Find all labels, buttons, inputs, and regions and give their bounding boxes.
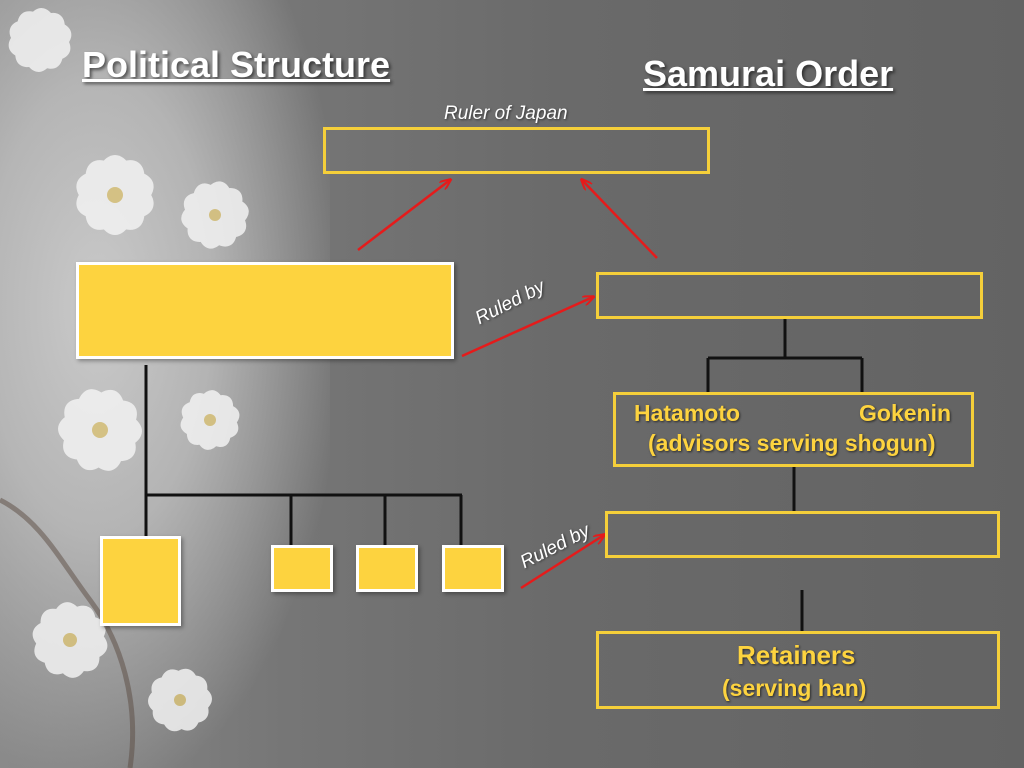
political-sub-box-1 — [100, 536, 181, 626]
political-top-box — [76, 262, 454, 359]
cherry-blossom-decoration — [0, 8, 249, 768]
daimyo-box — [605, 511, 1000, 558]
political-sub-box-2 — [271, 545, 333, 592]
political-sub-box-3 — [356, 545, 418, 592]
samurai-order-title: Samurai Order — [643, 53, 894, 94]
retainers-label: Retainers — [737, 640, 856, 670]
arrow-right-to-ruler — [582, 180, 658, 259]
hatamoto-gokenin-box — [613, 392, 974, 467]
political-sub-box-4 — [442, 545, 504, 592]
shogun-box — [596, 272, 983, 319]
ruler-of-japan-box — [323, 127, 710, 174]
advisors-label: (advisors serving shogun) — [648, 430, 936, 456]
political-structure-title: Political Structure — [82, 44, 391, 85]
hatamoto-label: Hatamoto — [634, 400, 741, 426]
gokenin-label: Gokenin — [859, 400, 952, 426]
arrow-ruled-by-2 — [520, 535, 604, 590]
retainers-box — [596, 631, 1000, 709]
serving-han-label: (serving han) — [722, 675, 867, 701]
arrow-ruled-by-1 — [461, 297, 593, 358]
arrow-left-to-ruler — [357, 180, 450, 251]
ruler-of-japan-caption: Ruler of Japan — [444, 103, 568, 124]
